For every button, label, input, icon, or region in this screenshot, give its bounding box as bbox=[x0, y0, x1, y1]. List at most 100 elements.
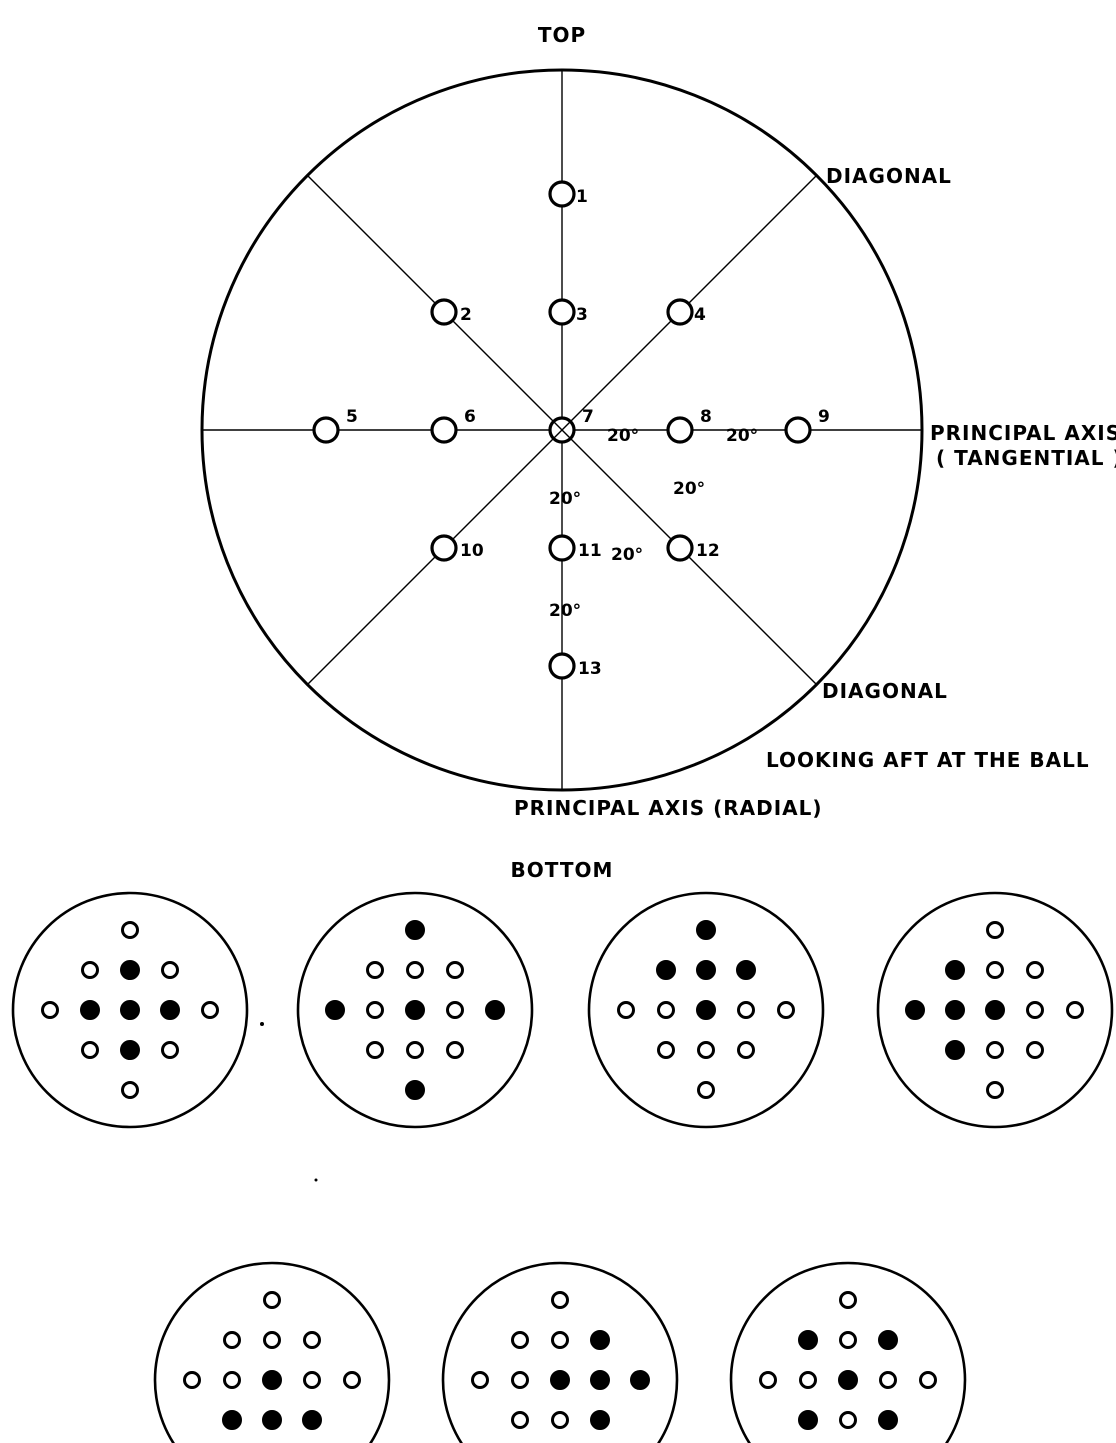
open-dot bbox=[839, 1411, 857, 1429]
filled-dot bbox=[630, 1370, 650, 1390]
open-dot bbox=[511, 1331, 529, 1349]
point-number: 10 bbox=[460, 541, 484, 561]
speck bbox=[314, 1178, 318, 1182]
point-number: 9 bbox=[818, 407, 830, 427]
test-point bbox=[548, 534, 576, 562]
pattern-outline bbox=[441, 1261, 679, 1443]
test-point bbox=[430, 298, 458, 326]
pattern-view bbox=[153, 1261, 391, 1443]
filled-dot bbox=[485, 1000, 505, 1020]
point-number: 2 bbox=[460, 305, 472, 325]
open-dot bbox=[81, 1041, 99, 1059]
point-number: 6 bbox=[464, 407, 476, 427]
filled-dot bbox=[590, 1410, 610, 1430]
filled-dot bbox=[222, 1410, 242, 1430]
open-dot bbox=[223, 1371, 241, 1389]
point-number: 11 bbox=[578, 541, 602, 561]
angle-label: 20° bbox=[607, 426, 639, 446]
filled-dot bbox=[945, 960, 965, 980]
filled-dot bbox=[120, 960, 140, 980]
pattern-view bbox=[587, 891, 825, 1129]
open-dot bbox=[446, 1001, 464, 1019]
angle-label: 20° bbox=[611, 545, 643, 565]
pattern-outline bbox=[296, 891, 534, 1129]
filled-dot bbox=[262, 1370, 282, 1390]
point-number: 5 bbox=[346, 407, 358, 427]
test-point bbox=[430, 416, 458, 444]
test-point bbox=[666, 534, 694, 562]
open-dot bbox=[697, 1041, 715, 1059]
filled-dot bbox=[325, 1000, 345, 1020]
open-dot bbox=[406, 961, 424, 979]
open-dot bbox=[657, 1001, 675, 1019]
principal-axis-tangential-label-line2: ( TANGENTIAL ) bbox=[936, 446, 1116, 470]
open-dot bbox=[839, 1291, 857, 1309]
filled-dot bbox=[405, 1080, 425, 1100]
filled-dot bbox=[798, 1330, 818, 1350]
angle-label: 20° bbox=[549, 489, 581, 509]
open-dot bbox=[366, 1041, 384, 1059]
open-dot bbox=[201, 1001, 219, 1019]
pattern-view bbox=[296, 891, 534, 1129]
open-dot bbox=[697, 1081, 715, 1099]
filled-dot bbox=[878, 1330, 898, 1350]
open-dot bbox=[366, 961, 384, 979]
test-point bbox=[312, 416, 340, 444]
open-dot bbox=[986, 961, 1004, 979]
angle-label: 20° bbox=[726, 426, 758, 446]
top-view: DIAGONAL DIAGONAL PRINCIPAL AXIS ( TANGE… bbox=[200, 68, 1116, 820]
test-point bbox=[548, 180, 576, 208]
open-dot bbox=[263, 1331, 281, 1349]
filled-dot bbox=[696, 960, 716, 980]
open-dot bbox=[366, 1001, 384, 1019]
open-dot bbox=[551, 1291, 569, 1309]
filled-dot bbox=[550, 1370, 570, 1390]
open-dot bbox=[986, 921, 1004, 939]
filled-dot bbox=[736, 960, 756, 980]
principal-axis-radial-label: PRINCIPAL AXIS (RADIAL) bbox=[514, 796, 823, 820]
open-dot bbox=[799, 1371, 817, 1389]
pattern-outline bbox=[587, 891, 825, 1129]
open-dot bbox=[657, 1041, 675, 1059]
open-dot bbox=[343, 1371, 361, 1389]
open-dot bbox=[737, 1041, 755, 1059]
filled-dot bbox=[262, 1410, 282, 1430]
open-dot bbox=[986, 1081, 1004, 1099]
point-number: 13 bbox=[578, 659, 602, 679]
point-number: 1 bbox=[576, 187, 588, 207]
open-dot bbox=[1026, 961, 1044, 979]
principal-axis-tangential-label-line1: PRINCIPAL AXIS bbox=[930, 421, 1116, 445]
open-dot bbox=[839, 1331, 857, 1349]
pattern-view bbox=[729, 1261, 967, 1443]
open-dot bbox=[223, 1331, 241, 1349]
filled-dot bbox=[945, 1000, 965, 1020]
filled-dot bbox=[696, 920, 716, 940]
pattern-outline bbox=[876, 891, 1114, 1129]
test-point bbox=[666, 298, 694, 326]
center-cross bbox=[553, 421, 571, 439]
pattern-view bbox=[441, 1261, 679, 1443]
test-point bbox=[430, 534, 458, 562]
open-dot bbox=[1066, 1001, 1084, 1019]
filled-dot bbox=[878, 1410, 898, 1430]
view-note: LOOKING AFT AT THE BALL bbox=[766, 748, 1090, 772]
pattern-view bbox=[876, 891, 1114, 1129]
open-dot bbox=[121, 1081, 139, 1099]
open-dot bbox=[303, 1331, 321, 1349]
point-number: 12 bbox=[696, 541, 720, 561]
filled-dot bbox=[405, 920, 425, 940]
filled-dot bbox=[838, 1370, 858, 1390]
pattern-outline bbox=[729, 1261, 967, 1443]
open-dot bbox=[161, 1041, 179, 1059]
open-dot bbox=[617, 1001, 635, 1019]
open-dot bbox=[446, 961, 464, 979]
open-dot bbox=[551, 1411, 569, 1429]
open-dot bbox=[41, 1001, 59, 1019]
open-dot bbox=[511, 1411, 529, 1429]
pattern-outline bbox=[153, 1261, 391, 1443]
open-dot bbox=[777, 1001, 795, 1019]
top-label: TOP bbox=[538, 23, 586, 47]
open-dot bbox=[511, 1371, 529, 1389]
